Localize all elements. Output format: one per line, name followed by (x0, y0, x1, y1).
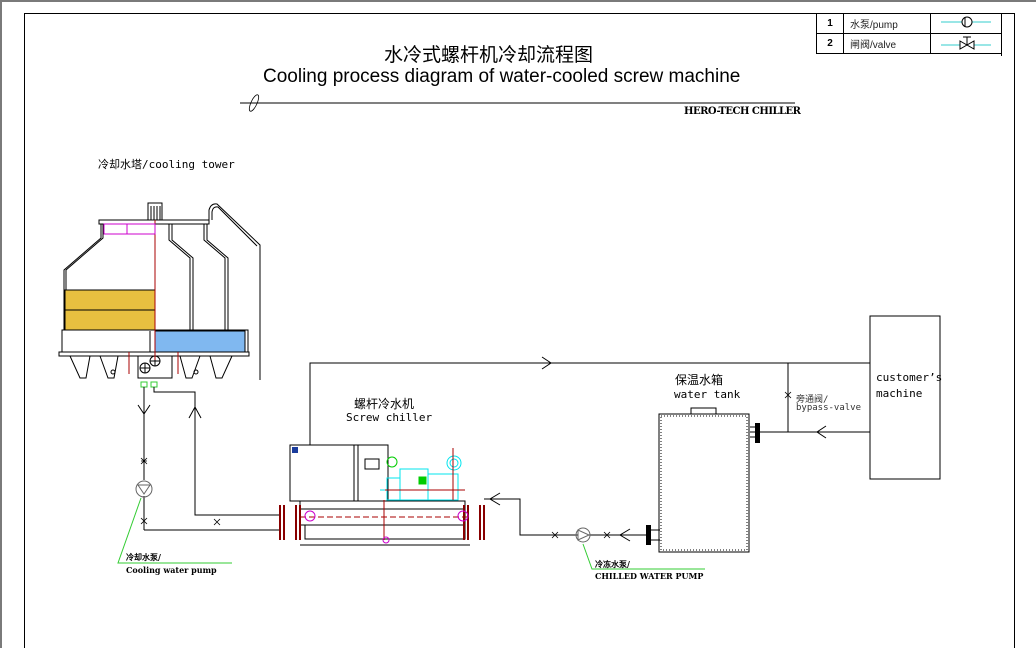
flow-arrow-left-chiller (489, 492, 501, 506)
bypass-valve-label-en: bypass-valve (796, 403, 862, 413)
chilled-pump-label-cn: 冷冻水泵/ (595, 559, 630, 569)
cooling-valve-2 (140, 517, 148, 525)
legend-label: 水泵/pump (843, 13, 931, 34)
legend-number: 2 (816, 33, 844, 54)
flow-arrow-right (541, 356, 552, 370)
chiller-display (364, 458, 380, 470)
gate-valve-icon (930, 33, 1002, 54)
flow-arrow-left-return (816, 425, 827, 439)
chilled-pump-label-en: CHILLED WATER PUMP (595, 571, 704, 581)
screw-chiller (279, 444, 485, 546)
chilled-pump-leader (582, 543, 705, 570)
screw-chiller-label-en: Screw chiller (346, 411, 433, 424)
legend-label: 闸阀/valve (843, 33, 931, 54)
window-top-border (0, 0, 1036, 2)
flow-arrow-down (137, 404, 151, 415)
cooling-valve-3 (213, 518, 221, 526)
title-chinese: 水冷式螺杆机冷却流程图 (384, 44, 594, 66)
cooling-tower-label: 冷却水塔/cooling tower (98, 158, 235, 171)
drawing-frame (24, 13, 1015, 648)
cooling-pump-leader (117, 497, 232, 564)
cooling-water-pump (135, 480, 153, 498)
flow-arrow-up (188, 405, 202, 419)
chiller-control-box (289, 444, 359, 502)
chilled-valve-2 (603, 531, 611, 539)
water-tank-label-en: water tank (674, 388, 741, 401)
legend-row-empty (816, 53, 1002, 56)
pump-icon (930, 13, 1002, 34)
legend-row: 1 水泵/pump (816, 13, 1002, 34)
cooling-tower (58, 202, 261, 388)
water-tank (658, 407, 750, 553)
water-tank-label-cn: 保温水箱 (675, 373, 724, 387)
legend-row: 2 闸阀/valve (816, 33, 1002, 54)
cooling-valve-1 (140, 457, 148, 465)
cooling-pump-label-en: Cooling water pump (126, 565, 217, 575)
screw-chiller-label-cn: 螺杆冷水机 (354, 397, 415, 411)
cooling-pump-label-cn: 冷却水泵/ (126, 552, 161, 562)
customer-machine-box (869, 315, 941, 480)
title-ellipse-mark (248, 94, 260, 112)
symbol-legend: 1 水泵/pump 2 闸阀/valve (816, 13, 1002, 56)
customer-machine-label-2: machine (876, 387, 923, 400)
title-english: Cooling process diagram of water-cooled … (263, 66, 741, 87)
cooling-water-piping (135, 387, 280, 531)
bypass-valve-label-cn: 旁通阀/ (796, 395, 829, 405)
window-left-border (0, 0, 2, 648)
chilled-valve-1 (551, 531, 559, 539)
tower-fan-cover (103, 223, 156, 235)
brand-label: HERO-TECH CHILLER (684, 106, 801, 117)
tower-outlet-1 (140, 381, 148, 388)
chilled-water-piping (309, 356, 870, 545)
bypass-valve (784, 391, 792, 399)
legend-number: 1 (816, 13, 844, 34)
customer-machine-label-1: customer’s (876, 371, 943, 384)
flow-arrow-left-tank (619, 528, 631, 542)
tower-water-basin (154, 330, 246, 353)
tower-outlet-2 (150, 381, 158, 388)
